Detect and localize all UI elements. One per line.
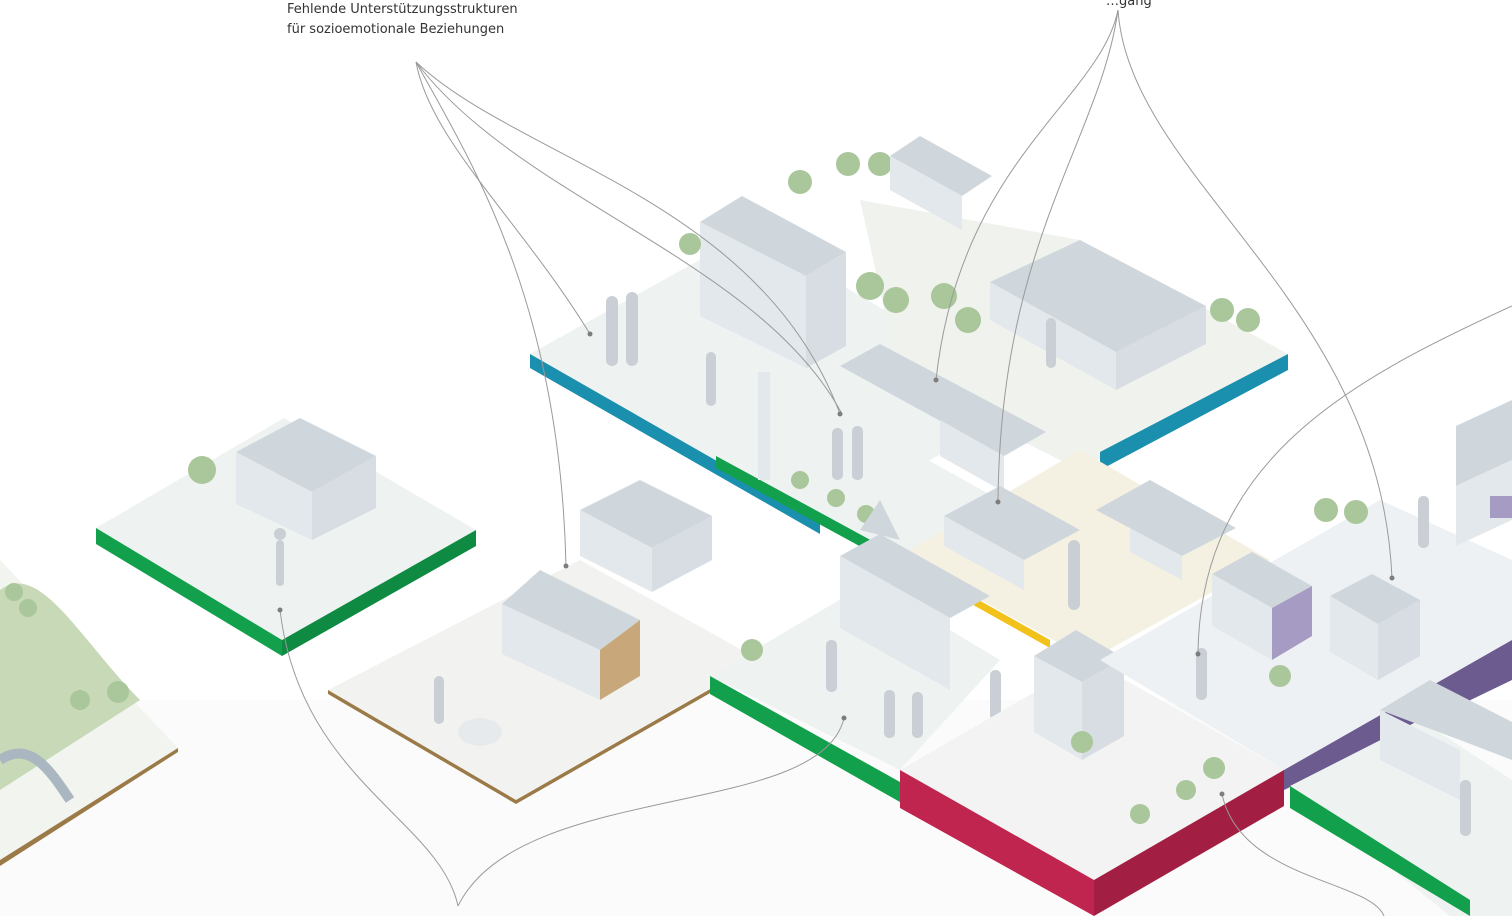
building-icon (236, 418, 376, 540)
callout-caption-top-left: Fehlende Unterstützungsstrukturen für so… (287, 0, 518, 40)
building-icon (1212, 552, 1312, 660)
person-icon (990, 670, 1001, 720)
tree-icon (70, 690, 90, 710)
leader-line (1221, 793, 1385, 916)
person-icon (626, 292, 638, 366)
person-icon (1046, 318, 1056, 368)
person-icon (1196, 648, 1207, 700)
central-plaza-slab (716, 344, 1046, 568)
residential-slab (530, 152, 1040, 534)
tree-icon (883, 287, 909, 313)
tree-icon (788, 170, 812, 194)
health-slab (900, 630, 1284, 916)
leader-line (415, 61, 567, 567)
tree-icon (107, 681, 129, 703)
leader-line (415, 61, 841, 415)
person-icon (1418, 496, 1429, 548)
chimney (758, 372, 770, 480)
pram (458, 718, 502, 746)
park-hill-slab (0, 560, 178, 866)
tree-icon (19, 599, 37, 617)
church-slab (710, 500, 1001, 802)
hill-icon (0, 583, 140, 790)
tree-icon (1176, 780, 1196, 800)
building-icon (944, 480, 1236, 590)
tree-icon (1236, 308, 1260, 332)
tree-icon (5, 583, 23, 601)
building-icon (840, 500, 990, 690)
tree-icon (868, 152, 892, 176)
tree-icon (856, 272, 884, 300)
right-green-slab (1290, 680, 1512, 916)
tree-icon (1314, 498, 1338, 522)
villa-slab (96, 418, 476, 656)
leader-line (997, 9, 1119, 503)
leader-line (1197, 305, 1512, 655)
right-office-building (1456, 400, 1512, 546)
building-icon (700, 196, 846, 368)
tree-icon (955, 307, 981, 333)
person-icon (1068, 540, 1080, 610)
leader-line (1117, 9, 1393, 579)
person-icon (1460, 780, 1471, 836)
tree-icon (1269, 665, 1291, 687)
building-icon (1330, 574, 1420, 680)
tree-icon (1071, 731, 1093, 753)
building-icon (580, 480, 712, 592)
callout-leader-lines (279, 9, 1512, 916)
leader-line (457, 717, 845, 907)
person-icon (434, 676, 444, 724)
person-icon (706, 352, 716, 406)
person-icon (832, 428, 843, 480)
callout-caption-top-right: …gang (1106, 0, 1152, 9)
building-icon (502, 570, 640, 700)
tree-icon (1130, 804, 1150, 824)
person-icon (606, 296, 618, 366)
tree-icon (1210, 298, 1234, 322)
leader-line (415, 61, 843, 415)
town-hall-slab (328, 480, 760, 804)
callout-line-1: Fehlende Unterstützungsstrukturen (287, 2, 518, 17)
tree-icon (1203, 757, 1225, 779)
tree-icon (931, 283, 957, 309)
leader-line (415, 61, 591, 335)
tree-icon (791, 471, 809, 489)
building-icon (890, 136, 992, 230)
tree-icon (827, 489, 845, 507)
tree-icon (679, 233, 701, 255)
leader-line (279, 609, 459, 907)
tree-icon (1344, 500, 1368, 524)
tree-icon (836, 152, 860, 176)
callout-anchor-dots (277, 331, 1395, 797)
person-icon (912, 692, 923, 738)
person-icon (276, 540, 284, 586)
river (0, 748, 75, 803)
person-icon (852, 426, 863, 480)
person-icon (826, 640, 837, 692)
building-icon (1034, 630, 1124, 760)
tree-icon (741, 639, 763, 661)
building-icon (840, 344, 1046, 492)
building-icon (1380, 680, 1512, 800)
leader-line (935, 9, 1119, 381)
person-icon (884, 690, 895, 738)
callout-line-2: für sozioemotionale Beziehungen (287, 22, 505, 37)
tree-icon (188, 456, 216, 484)
